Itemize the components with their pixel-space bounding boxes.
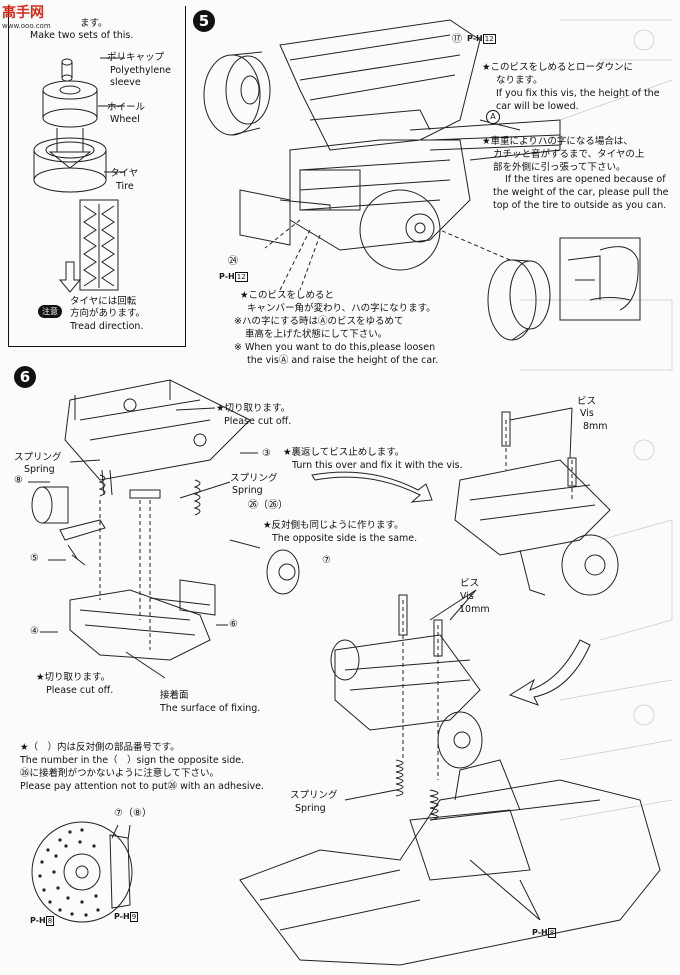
part-3-label: ③ (262, 448, 271, 459)
vis-10mm-jp: ビス (460, 578, 480, 589)
part-6-label: ⑥ (229, 619, 238, 630)
step5-drawing (203, 19, 641, 341)
left-panel-frame (8, 6, 186, 347)
vis-8mm-jp: ビス (577, 396, 597, 407)
tire-label-en: Tire (116, 181, 134, 192)
poly-cap-label-en2: sleeve (110, 77, 141, 88)
vis-note-en1: ※ When you want to do this,please loosen (234, 342, 436, 353)
vis-10mm-en: Vis (460, 591, 474, 602)
cut-off-note-jp: ★切り取ります。 (216, 403, 291, 414)
fixing-surface-jp: 接着面 (160, 690, 189, 701)
vis-note-en2: the visⒶ and raise the height of the car… (247, 355, 439, 366)
camber-note-jp2: カチッと音がするまで、タイヤの上 (493, 149, 645, 160)
part-7-label: ⑦ (322, 555, 331, 566)
footnote-1-jp: ★（ ）内は反対側の部品番号です。 (20, 742, 180, 753)
footnote-1-en: The number in the（ ）sign the opposite si… (20, 755, 245, 766)
part-17-label: ⑰ (452, 34, 462, 45)
poly-cap-label-jp: ポリキャップ (107, 52, 165, 63)
step-6-number: 6 (14, 366, 36, 388)
cut-off-note-en: Please cut off. (224, 416, 292, 427)
lowdown-note-en2: car will be lowed. (496, 101, 579, 112)
spring-left-en: Spring (24, 464, 55, 475)
poly-cap-label-en1: Polyethylene (110, 65, 172, 76)
part-a-marker: A (486, 110, 500, 124)
caution-badge: 注意 (38, 305, 62, 318)
spring-right-en: Spring (232, 485, 263, 496)
turn-over-note-jp: ★裏返してビス止めします。 (283, 447, 405, 458)
camber-note-jp1: ★車重によりハの字になる場合は、 (482, 136, 633, 147)
tire-label-jp: タイヤ (110, 168, 139, 179)
vis-note-jp3: ※ハの字にする時はⒶのビスをゆるめて (234, 316, 404, 327)
part-8-label: ⑧ (14, 475, 23, 486)
step-note-jp: ます。 (80, 18, 108, 29)
wheel-label-jp: ホイール (107, 102, 146, 113)
spring-right-jp: スプリング (230, 473, 278, 484)
part-5-label: ⑤ (30, 553, 39, 564)
lowdown-note-en1: If you fix this vis, the height of the (496, 88, 660, 99)
opposite-side-note-en: The opposite side is the same. (272, 533, 418, 544)
step6-drawing (28, 379, 661, 966)
camber-note-en2: the weight of the car, please pull the (493, 187, 669, 198)
cut-off-2-note-jp: ★切り取ります。 (36, 672, 111, 683)
brake-part-label: ⑦（⑧） (114, 808, 152, 819)
part-24-label: ㉔ (228, 256, 238, 267)
camber-note-en3: top of the tire to outside as you can. (493, 200, 667, 211)
footnote-2-en: Please pay attention not to put㉖ with an… (20, 781, 264, 792)
spring-left-jp: スプリング (14, 452, 62, 463)
lowdown-note-jp2: なります。 (496, 75, 543, 86)
camber-note-jp3: 部を外側に引っ張って下さい。 (493, 162, 626, 173)
vis-note-jp1: ★このビスをしめると (240, 290, 335, 301)
wheel-label-en: Wheel (110, 114, 140, 125)
turn-over-note-en: Turn this over and fix it with the vis. (292, 460, 463, 471)
step-note-en: Make two sets of this. (30, 30, 134, 41)
vis-8mm-en: Vis (580, 408, 594, 419)
footnote-2-jp: ㉖に接着剤がつかないように注意して下さい。 (20, 768, 220, 779)
vis-8mm-size: 8mm (583, 421, 608, 432)
camber-note-en1: If the tires are opened because of (505, 174, 666, 185)
vis-note-jp2: キャンバー角が変わり、ハの字になります。 (247, 303, 436, 314)
cut-off-2-note-en: Please cut off. (46, 685, 114, 696)
vis-10mm-size: 10mm (459, 604, 490, 615)
part-4-label: ④ (30, 626, 39, 637)
spring-bottom-en: Spring (295, 803, 326, 814)
watermark-logo: 高手网 www.ooo.com (2, 5, 51, 30)
fixing-surface-en: The surface of fixing. (160, 703, 261, 714)
tread-note-jp2: 方向があります。 (70, 308, 146, 319)
spring-bottom-jp: スプリング (290, 790, 338, 801)
lowdown-note-jp1: ★このビスをしめるとローダウンに (482, 62, 634, 73)
part-26-label: ㉖（㉖） (248, 500, 288, 511)
opposite-side-note-jp: ★反対側も同じように作ります。 (263, 520, 404, 531)
tread-note-jp1: タイヤには回転 (70, 296, 137, 307)
tire-wheel-drawing (33, 57, 125, 293)
step-5-number: 5 (193, 10, 215, 32)
vis-note-jp4: 車高を上げた状態にして下さい。 (245, 329, 388, 340)
tread-note-en: Tread direction. (70, 321, 144, 332)
